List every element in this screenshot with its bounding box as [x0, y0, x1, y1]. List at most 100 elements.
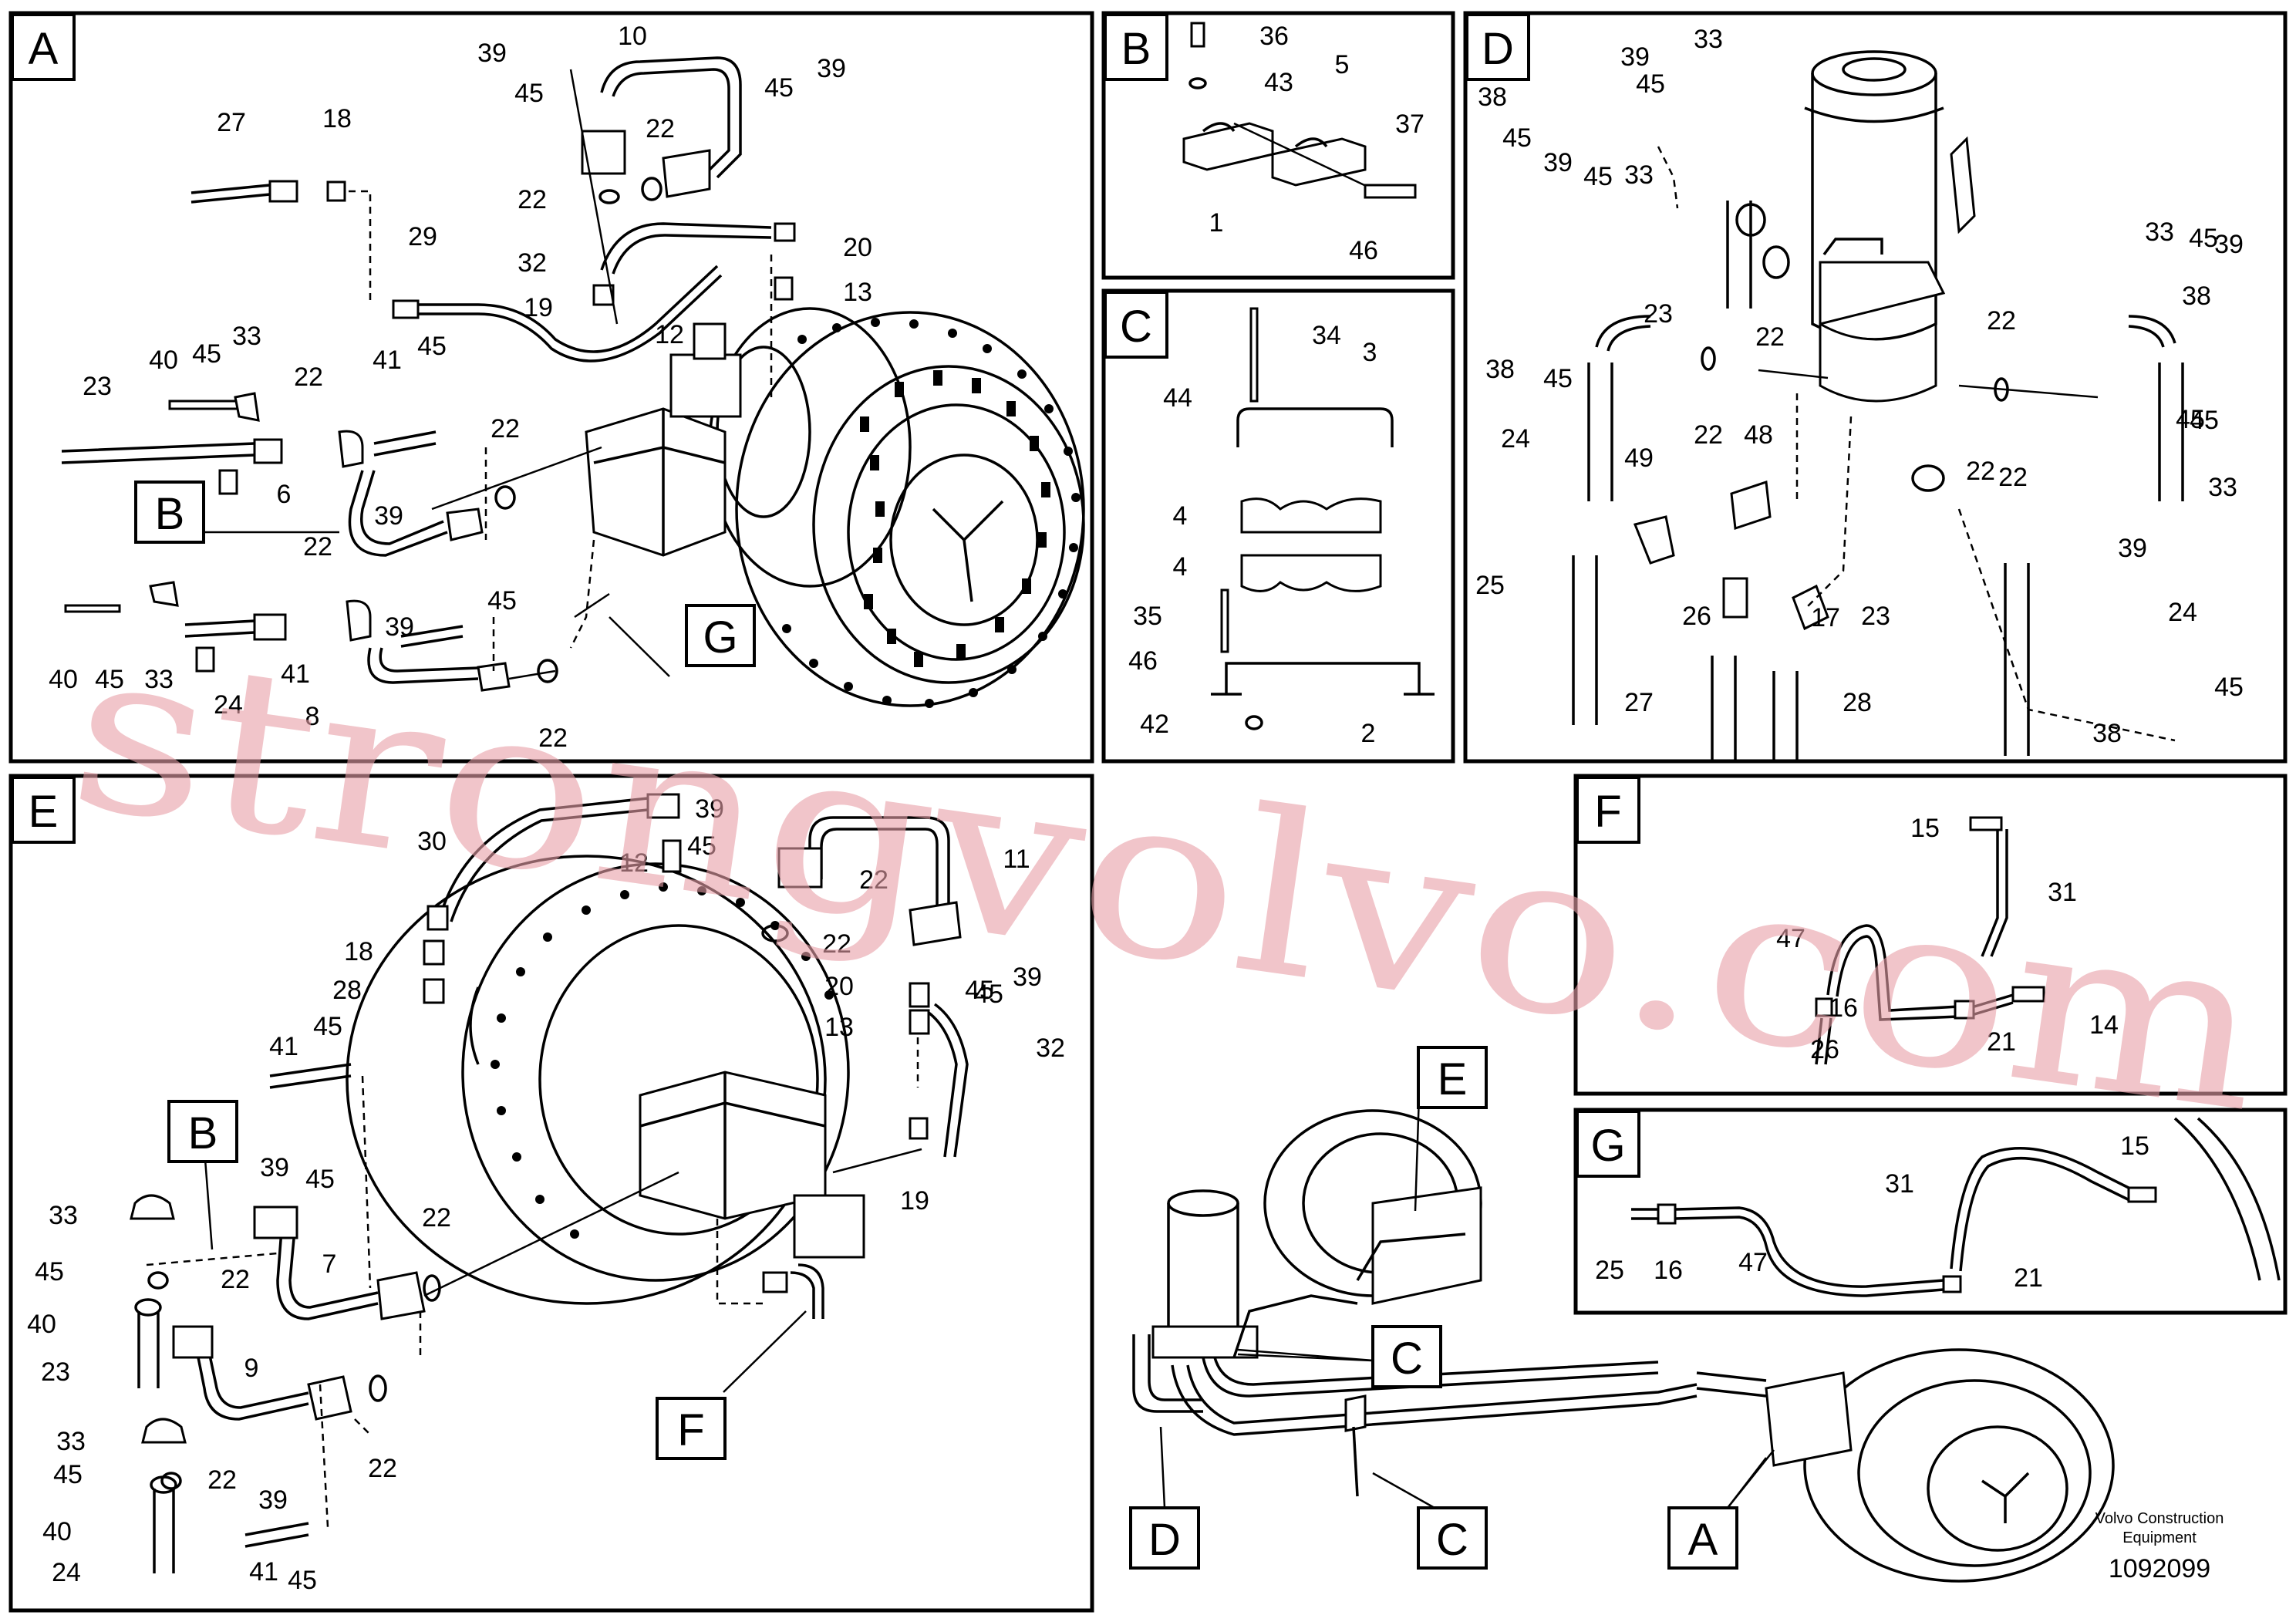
part-number-label: 33	[2145, 218, 2174, 247]
callout-f-panel-e: F	[656, 1397, 727, 1460]
part-number-label: 18	[344, 937, 373, 966]
part-number-label: 39	[1543, 148, 1573, 177]
part-number-label: 3	[1363, 338, 1377, 367]
part-number-label: 39	[817, 54, 846, 83]
panel-a-frame	[8, 11, 1094, 764]
part-number-label: 21	[2014, 1263, 2043, 1293]
part-number-label: 39	[1013, 963, 1042, 992]
part-number-label: 47	[1776, 924, 1805, 953]
part-number-label: 38	[2092, 719, 2122, 748]
panel-a-tag: A	[11, 13, 76, 81]
svg-text:D: D	[1148, 1515, 1181, 1565]
part-number-label: 39	[477, 39, 507, 68]
part-number-label: 45	[1636, 69, 1665, 99]
part-number-label: 45	[1502, 123, 1532, 153]
panel-c-frame	[1101, 288, 1455, 764]
part-number-label: 41	[281, 659, 310, 689]
svg-text:G: G	[1590, 1121, 1625, 1171]
part-number-label: 45	[305, 1165, 335, 1194]
panel-e-tag: E	[11, 776, 76, 844]
part-number-label: 38	[1478, 83, 1507, 112]
part-number-label: 33	[1624, 160, 1654, 190]
part-number-label: 18	[322, 104, 352, 133]
part-number-label: 45	[514, 79, 544, 108]
brand-line-1: Volvo Construction	[2095, 1510, 2224, 1527]
part-number-label: 22	[1755, 322, 1785, 352]
part-number-label: 33	[144, 665, 174, 694]
part-number-label: 35	[1133, 602, 1162, 631]
panel-d-frame	[1463, 11, 2288, 764]
part-number-label: 16	[1829, 993, 1858, 1023]
part-number-label: 22	[1966, 457, 1995, 486]
part-number-label: 33	[1694, 25, 1723, 54]
part-number-label: 36	[1259, 22, 1289, 51]
part-number-label: 24	[52, 1558, 81, 1587]
part-number-label: 15	[1910, 814, 1940, 843]
part-number-label: 24	[1501, 424, 1530, 454]
svg-text:E: E	[1438, 1054, 1468, 1104]
part-number-label: 4	[1173, 501, 1188, 531]
part-number-label: 45	[35, 1257, 64, 1286]
part-number-label: 46	[1128, 646, 1158, 676]
part-number-label: 16	[1654, 1256, 1683, 1285]
part-number-label: 22	[1694, 420, 1723, 450]
part-number-label: 38	[1485, 355, 1515, 384]
part-number-label: 19	[524, 293, 553, 322]
part-number-label: 46	[1349, 236, 1378, 265]
part-number-label: 22	[294, 363, 323, 392]
part-number-label: 30	[417, 827, 447, 856]
part-number-label: 42	[1140, 710, 1169, 739]
part-number-label: 40	[49, 665, 78, 694]
part-number-label: 33	[232, 322, 261, 351]
panel-e-drawing	[130, 793, 969, 1573]
part-number-label: 13	[843, 278, 872, 307]
brand-line-2: Equipment	[2122, 1529, 2197, 1546]
svg-text:C: C	[1120, 302, 1152, 352]
panel-f-drawing	[1815, 816, 2045, 1065]
part-number-label: 45	[2189, 224, 2218, 253]
part-number-label: 32	[518, 248, 547, 278]
svg-text:B: B	[155, 489, 185, 539]
svg-text:B: B	[1121, 24, 1151, 74]
callout-a-overview: A	[1667, 1506, 1738, 1570]
document-number: 1092099	[2109, 1554, 2210, 1583]
part-number-label: 14	[2089, 1010, 2119, 1040]
svg-text:C: C	[1436, 1515, 1468, 1565]
part-number-label: 26	[1682, 602, 1711, 631]
part-number-label: 23	[41, 1357, 70, 1387]
part-number-label: 6	[277, 480, 292, 509]
part-number-label: 27	[1624, 688, 1654, 717]
part-number-label: 7	[322, 1249, 337, 1279]
callout-e-overview: E	[1417, 1046, 1488, 1109]
callout-d-overview: D	[1129, 1506, 1200, 1570]
part-number-label: 17	[1811, 603, 1840, 632]
part-number-label: 39	[1620, 42, 1650, 72]
part-number-label: 2	[1361, 719, 1376, 748]
part-number-label: 22	[1987, 306, 2016, 336]
part-number-label: 22	[518, 185, 547, 214]
part-number-label: 10	[618, 22, 647, 51]
part-number-label: 32	[1036, 1034, 1065, 1063]
part-number-label: 24	[2168, 598, 2197, 627]
part-number-label: 39	[385, 612, 414, 642]
panel-a-drawing	[61, 56, 1085, 708]
part-number-label: 28	[1843, 688, 1872, 717]
part-number-label: 22	[822, 929, 851, 959]
panel-e-frame	[8, 774, 1094, 1613]
panel-d-drawing	[1572, 50, 2184, 760]
callout-c-overview-lower: C	[1417, 1506, 1488, 1570]
part-number-label: 41	[373, 346, 402, 375]
part-number-label: 5	[1335, 50, 1350, 79]
part-number-label: 45	[487, 586, 517, 615]
part-number-label: 33	[56, 1427, 86, 1456]
callout-c-overview-upper: C	[1371, 1325, 1442, 1388]
panel-g-drawing	[1631, 1117, 2281, 1297]
part-number-label: 45	[192, 339, 221, 369]
panel-c-tag: C	[1104, 291, 1168, 359]
panel-b-drawing	[1182, 22, 1417, 199]
part-number-label: 22	[859, 865, 888, 895]
part-number-label: 4	[1173, 552, 1188, 582]
part-number-label: 13	[824, 1013, 854, 1042]
part-number-label: 1	[1209, 208, 1224, 238]
